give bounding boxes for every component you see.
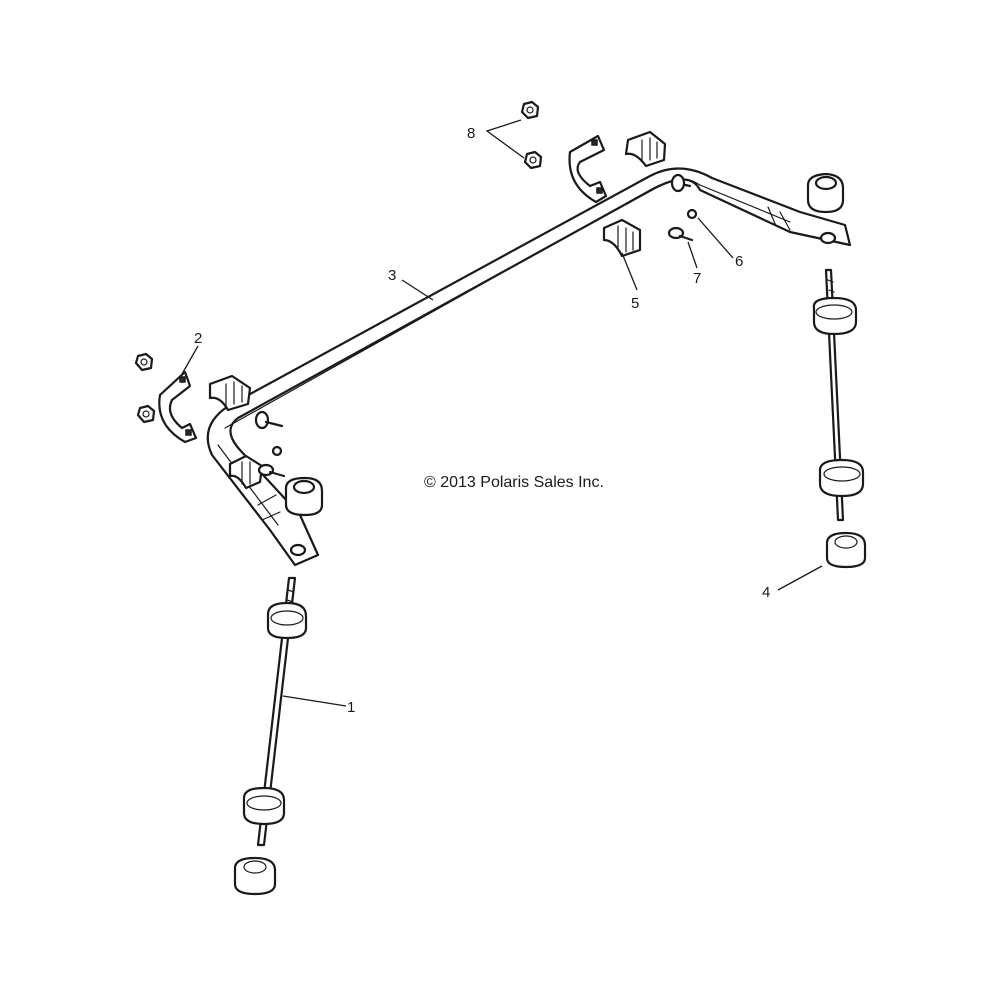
nut-left-lower xyxy=(136,404,156,424)
leader-7 xyxy=(687,241,698,269)
leader-8 xyxy=(485,119,525,159)
mount-bracket-left xyxy=(158,370,198,444)
nut-upper-a xyxy=(520,100,540,120)
nut-left-upper xyxy=(134,352,154,372)
bolt-left-upper xyxy=(254,410,284,430)
grommet-bottom-left xyxy=(233,856,277,896)
callout-6: 6 xyxy=(735,253,743,270)
nut-upper-b xyxy=(523,150,543,170)
leader-5 xyxy=(621,252,638,291)
callout-2: 2 xyxy=(194,330,202,347)
link-rod-right xyxy=(812,268,865,522)
mount-bracket-right xyxy=(568,134,608,204)
callout-1: 1 xyxy=(347,699,355,716)
bushing-lower-right xyxy=(602,218,642,258)
callout-3: 3 xyxy=(388,267,396,284)
leader-6 xyxy=(697,217,734,259)
nut-left-small xyxy=(271,445,283,457)
nut-right-6 xyxy=(686,208,698,220)
bolt-right-7 xyxy=(667,226,694,242)
bolt-right-upper xyxy=(670,173,692,193)
bolt-left-lower xyxy=(257,463,286,478)
grommet-upper-right xyxy=(806,172,845,214)
callout-7: 7 xyxy=(693,270,701,287)
link-rod-left xyxy=(242,576,308,847)
bushing-upper-right xyxy=(624,130,667,168)
leader-1 xyxy=(282,695,347,707)
grommet-left-middle xyxy=(284,476,324,517)
grommet-lower-right xyxy=(825,531,867,569)
stabilizer-bar xyxy=(206,167,852,567)
bushing-upper-left xyxy=(208,374,252,412)
leader-2 xyxy=(181,345,199,375)
leader-4 xyxy=(777,565,823,591)
leader-lines xyxy=(181,119,823,707)
leader-3 xyxy=(401,279,434,301)
callout-4: 4 xyxy=(762,584,770,601)
callout-8: 8 xyxy=(467,125,475,142)
copyright-notice: © 2013 Polaris Sales Inc. xyxy=(424,474,604,491)
callout-5: 5 xyxy=(631,295,639,312)
